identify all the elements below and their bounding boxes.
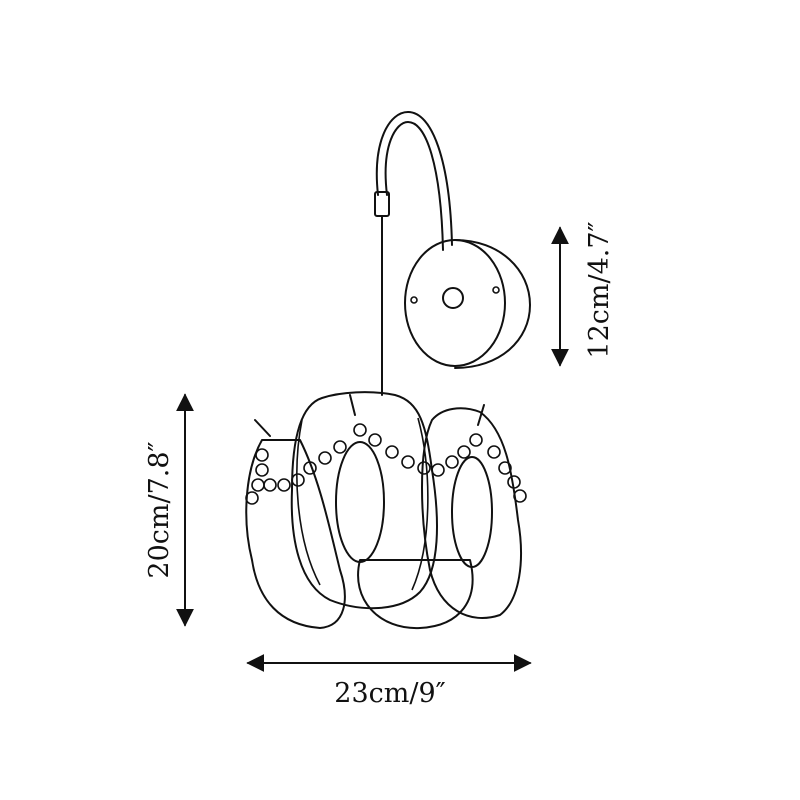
shade-width-label: 23cm/9″ bbox=[334, 678, 445, 709]
shade-height-label: 20cm/7.8″ bbox=[144, 441, 175, 578]
lamp-shade bbox=[245, 391, 527, 630]
lamp-arm bbox=[374, 111, 453, 396]
bead-strands bbox=[245, 423, 527, 505]
backplate-height-label: 12cm/4.7″ bbox=[584, 221, 615, 358]
wall-backplate bbox=[404, 239, 531, 369]
